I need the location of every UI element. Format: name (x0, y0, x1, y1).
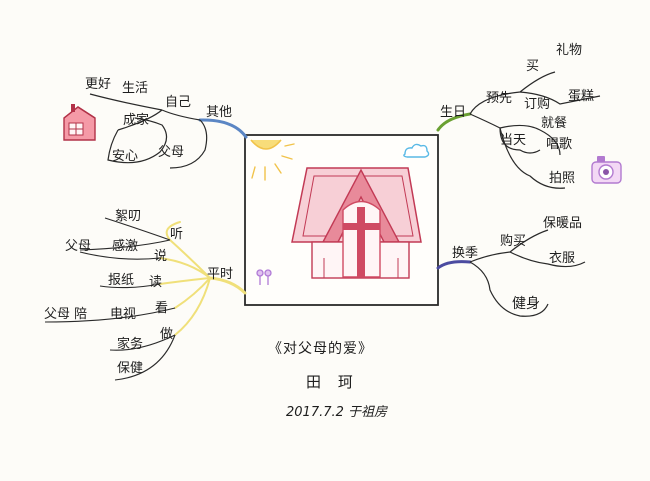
node-that-day: 当天 (500, 133, 527, 148)
node-self: 自己 (165, 95, 192, 110)
node-clothes: 衣服 (549, 251, 576, 266)
author: 田 珂 (306, 373, 359, 391)
node-health-products: 保暖品 (543, 216, 583, 231)
node-read: 读 (149, 275, 163, 290)
node-fitness: 健身 (512, 296, 540, 312)
node-success: 成家 (123, 113, 150, 128)
node-do: 做 (160, 327, 174, 342)
branch-other (89, 93, 248, 169)
node-order: 订购 (524, 97, 551, 112)
branch-birthday (436, 71, 601, 189)
flower-icon (256, 269, 272, 285)
home-icon (63, 104, 96, 141)
node-listen: 听 (170, 227, 184, 242)
node-sing: 唱歌 (546, 137, 573, 152)
camera-icon (591, 156, 622, 184)
date: 2017.7.2 于祖房 (286, 405, 388, 420)
branch-season (436, 229, 586, 317)
branch-other-label: 其他 (206, 105, 233, 120)
node-parents-weekday: 父母 (65, 239, 92, 254)
branch-birthday-label: 生日 (440, 105, 467, 120)
page-title: 《对父母的爱》 (268, 341, 373, 357)
node-say: 说 (154, 249, 168, 264)
branch-weekday-label: 平时 (207, 267, 234, 282)
branch-season-label: 换季 (452, 246, 479, 261)
node-dinner: 就餐 (541, 116, 568, 131)
node-gift: 礼物 (556, 43, 583, 58)
node-accompany: 父母 陪 (44, 307, 88, 322)
node-better: 更好 (85, 77, 112, 92)
node-buy: 买 (526, 59, 540, 74)
node-photo: 拍照 (549, 171, 576, 186)
node-reassure: 安心 (112, 149, 139, 164)
cloud-icon (403, 143, 430, 158)
node-tv: 电视 (110, 307, 137, 322)
node-care: 保健 (117, 361, 144, 376)
house-icon (291, 167, 422, 279)
node-nag: 絮叨 (115, 209, 142, 224)
node-parents-other: 父母 (158, 145, 185, 160)
sun-icon (250, 139, 295, 181)
node-watch: 看 (155, 301, 169, 316)
node-purchase: 购买 (500, 234, 527, 249)
branch-weekday (44, 217, 247, 381)
node-advance: 预先 (486, 91, 513, 106)
node-newspaper: 报纸 (108, 273, 135, 288)
node-life: 生活 (122, 81, 149, 96)
node-cake: 蛋糕 (568, 89, 595, 104)
node-thanks: 感激 (112, 239, 139, 254)
node-housework: 家务 (117, 337, 144, 352)
